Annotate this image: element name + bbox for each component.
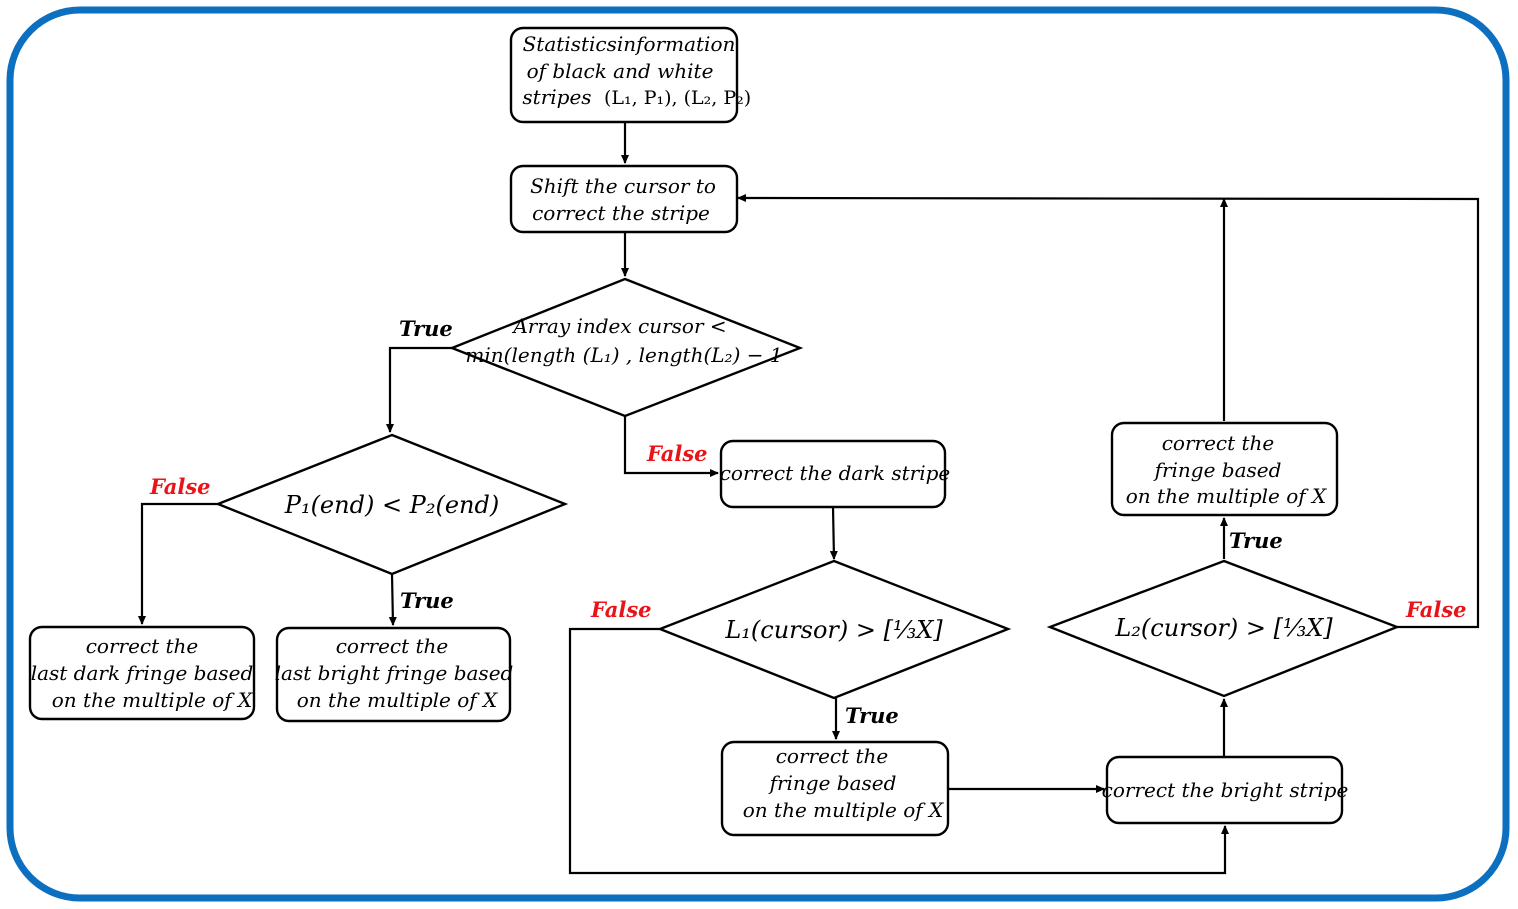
bright-stripe-text: correct the bright stripe bbox=[1102, 778, 1349, 802]
stats-line-3: stripes bbox=[522, 85, 591, 109]
shift-line-2: correct the stripe bbox=[532, 201, 710, 225]
node-fringe-b: correct the fringe based on the multiple… bbox=[1110, 421, 1339, 517]
label-false-l2: False bbox=[1405, 597, 1467, 622]
fringe-a-line-2: fringe based bbox=[768, 771, 897, 795]
node-last-bright-fringe: correct the last bright fringe based on … bbox=[275, 626, 514, 723]
fringe-b-line-3: on the multiple of X bbox=[1126, 484, 1327, 508]
array-cond-line-1: Array index cursor < bbox=[511, 314, 726, 338]
label-true-p: True bbox=[400, 588, 454, 613]
l1-cond-text: L₁(cursor) > [⅓X] bbox=[724, 616, 943, 644]
last-bright-line-3: on the multiple of X bbox=[297, 688, 498, 712]
label-false-p: False bbox=[149, 474, 211, 499]
stats-line-2: of black and white bbox=[527, 59, 714, 83]
node-p-condition: P₁(end) < P₂(end) bbox=[214, 433, 569, 576]
edge-p-true bbox=[388, 573, 397, 626]
node-statistics: Statisticsinformation of black and white… bbox=[509, 26, 751, 124]
node-array-condition: Array index cursor < min(length (L₁) , l… bbox=[448, 277, 804, 418]
stats-line-1: Statisticsinformation bbox=[523, 32, 736, 56]
outer-frame bbox=[6, 6, 1510, 902]
last-dark-line-1: correct the bbox=[86, 634, 199, 658]
last-bright-line-1: correct the bbox=[336, 634, 449, 658]
edges bbox=[138, 122, 1480, 875]
last-dark-line-3: on the multiple of X bbox=[52, 688, 253, 712]
last-bright-line-2: last bright fringe based bbox=[275, 661, 514, 685]
edge-l1-false bbox=[568, 627, 1229, 875]
stats-math: (L₁, P₁), (L₂, P₂) bbox=[604, 87, 751, 109]
edge-p-false bbox=[138, 502, 218, 625]
node-fringe-a: correct the fringe based on the multiple… bbox=[720, 740, 950, 837]
node-bright-stripe: correct the bright stripe bbox=[1102, 755, 1349, 825]
node-dark-stripe: correct the dark stripe bbox=[720, 439, 951, 509]
edge-array-false bbox=[623, 416, 719, 477]
fringe-b-line-1: correct the bbox=[1162, 431, 1275, 455]
label-true-l1: True bbox=[845, 703, 899, 728]
p-cond-text: P₁(end) < P₂(end) bbox=[284, 491, 499, 519]
fringe-a-line-1: correct the bbox=[776, 744, 889, 768]
last-dark-line-2: last dark fringe based bbox=[31, 661, 254, 685]
edge-labels: True False False True False True True Fa… bbox=[149, 316, 1467, 728]
edge-array-true bbox=[386, 346, 452, 433]
label-true-array: True bbox=[399, 316, 453, 341]
label-false-l1: False bbox=[590, 597, 652, 622]
array-cond-line-2: min(length (L₁) , length(L₂) − 1 bbox=[465, 343, 782, 367]
node-last-dark-fringe: correct the last dark fringe based on th… bbox=[28, 625, 256, 721]
label-false-array: False bbox=[646, 441, 708, 466]
edge-l2-false-loop bbox=[737, 194, 1480, 629]
edge-dark-to-l1 bbox=[829, 506, 838, 560]
fringe-b-line-2: fringe based bbox=[1153, 458, 1282, 482]
label-true-l2: True bbox=[1229, 528, 1283, 553]
fringe-a-line-3: on the multiple of X bbox=[743, 798, 944, 822]
node-shift-cursor: Shift the cursor to correct the stripe bbox=[509, 164, 739, 234]
dark-stripe-text: correct the dark stripe bbox=[720, 461, 951, 485]
node-l1-condition: L₁(cursor) > [⅓X] bbox=[656, 559, 1012, 700]
node-l2-condition: L₂(cursor) > [⅓X] bbox=[1046, 559, 1401, 698]
l2-cond-text: L₂(cursor) > [⅓X] bbox=[1114, 614, 1333, 642]
shift-line-1: Shift the cursor to bbox=[530, 174, 716, 198]
